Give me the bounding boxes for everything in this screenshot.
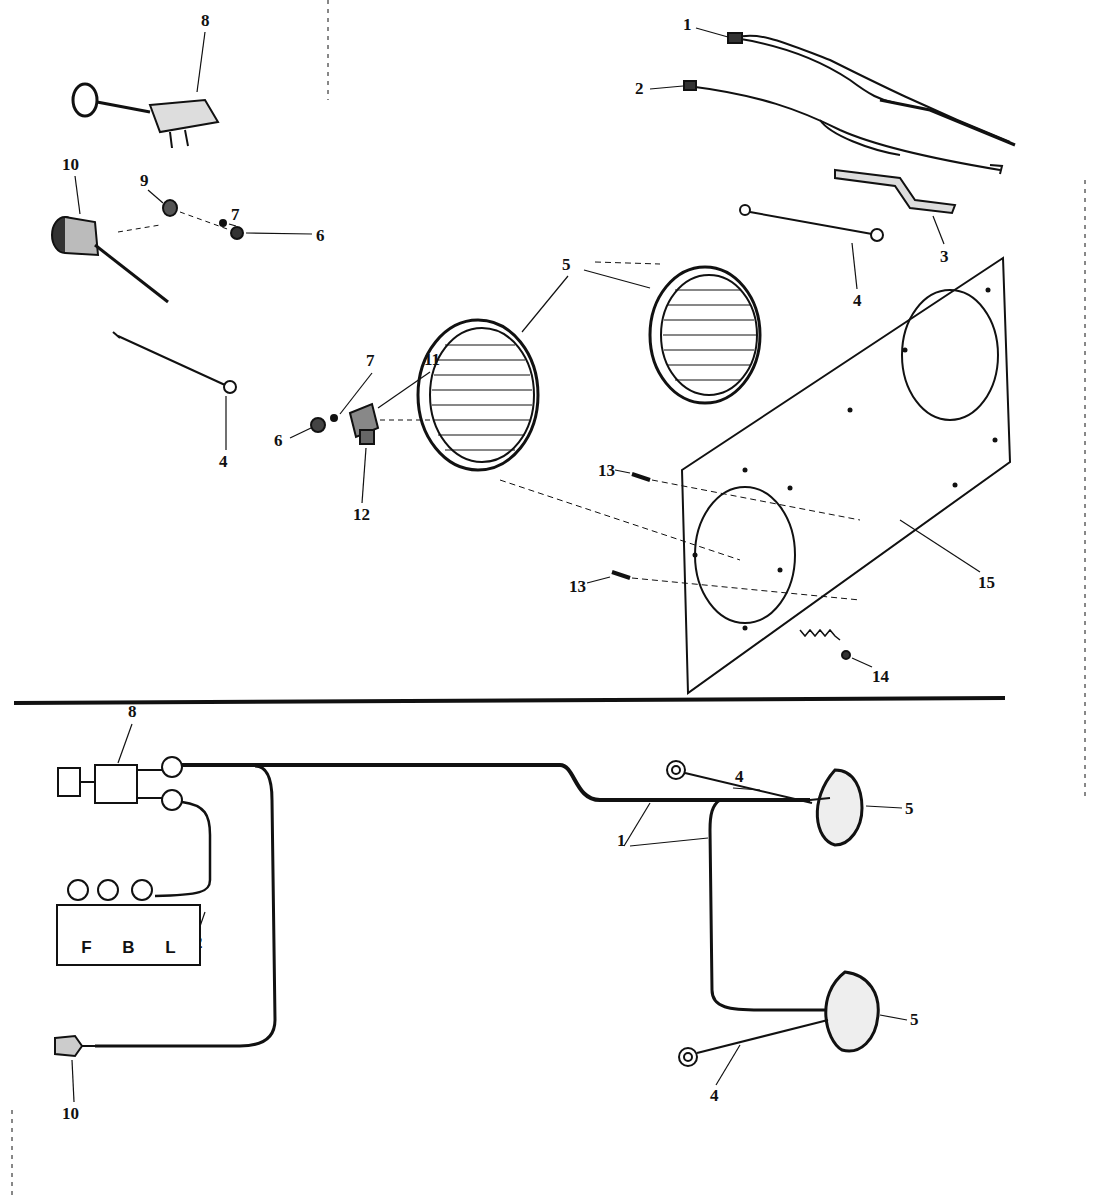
callout-number: 14 [872,668,889,685]
callout-number: 4 [219,453,228,470]
callout-number: 6 [274,432,283,449]
callout-number: 4 [735,768,744,785]
callout-number: 15 [978,574,995,591]
callout-number: 6 [316,227,325,244]
callout-number: 10 [62,156,79,173]
terminal-letter: L [165,939,175,956]
callout-number: 13 [569,578,586,595]
callout-number: 11 [424,351,440,368]
terminal-letter: B [122,939,134,956]
callout-number: 13 [598,462,615,479]
callout-number: 1 [683,16,692,33]
callout-number: 5 [910,1011,919,1028]
callout-number: 3 [940,248,949,265]
callout-number: 2 [635,80,644,97]
callout-number: 5 [562,256,571,273]
callout-number: 7 [231,206,240,223]
callout-number: 4 [710,1087,719,1104]
callout-number: 1 [617,832,626,849]
callout-number: 9 [140,172,149,189]
callout-number: 4 [853,292,862,309]
callout-number: 7 [366,352,375,369]
callout-number: 12 [353,506,370,523]
callout-number: 8 [201,12,210,29]
callout-number: 5 [905,800,914,817]
terminal-block: FBL [56,904,201,966]
terminal-letter: F [81,939,91,956]
callout-number: 10 [62,1105,79,1122]
callout-number: 8 [128,703,137,720]
